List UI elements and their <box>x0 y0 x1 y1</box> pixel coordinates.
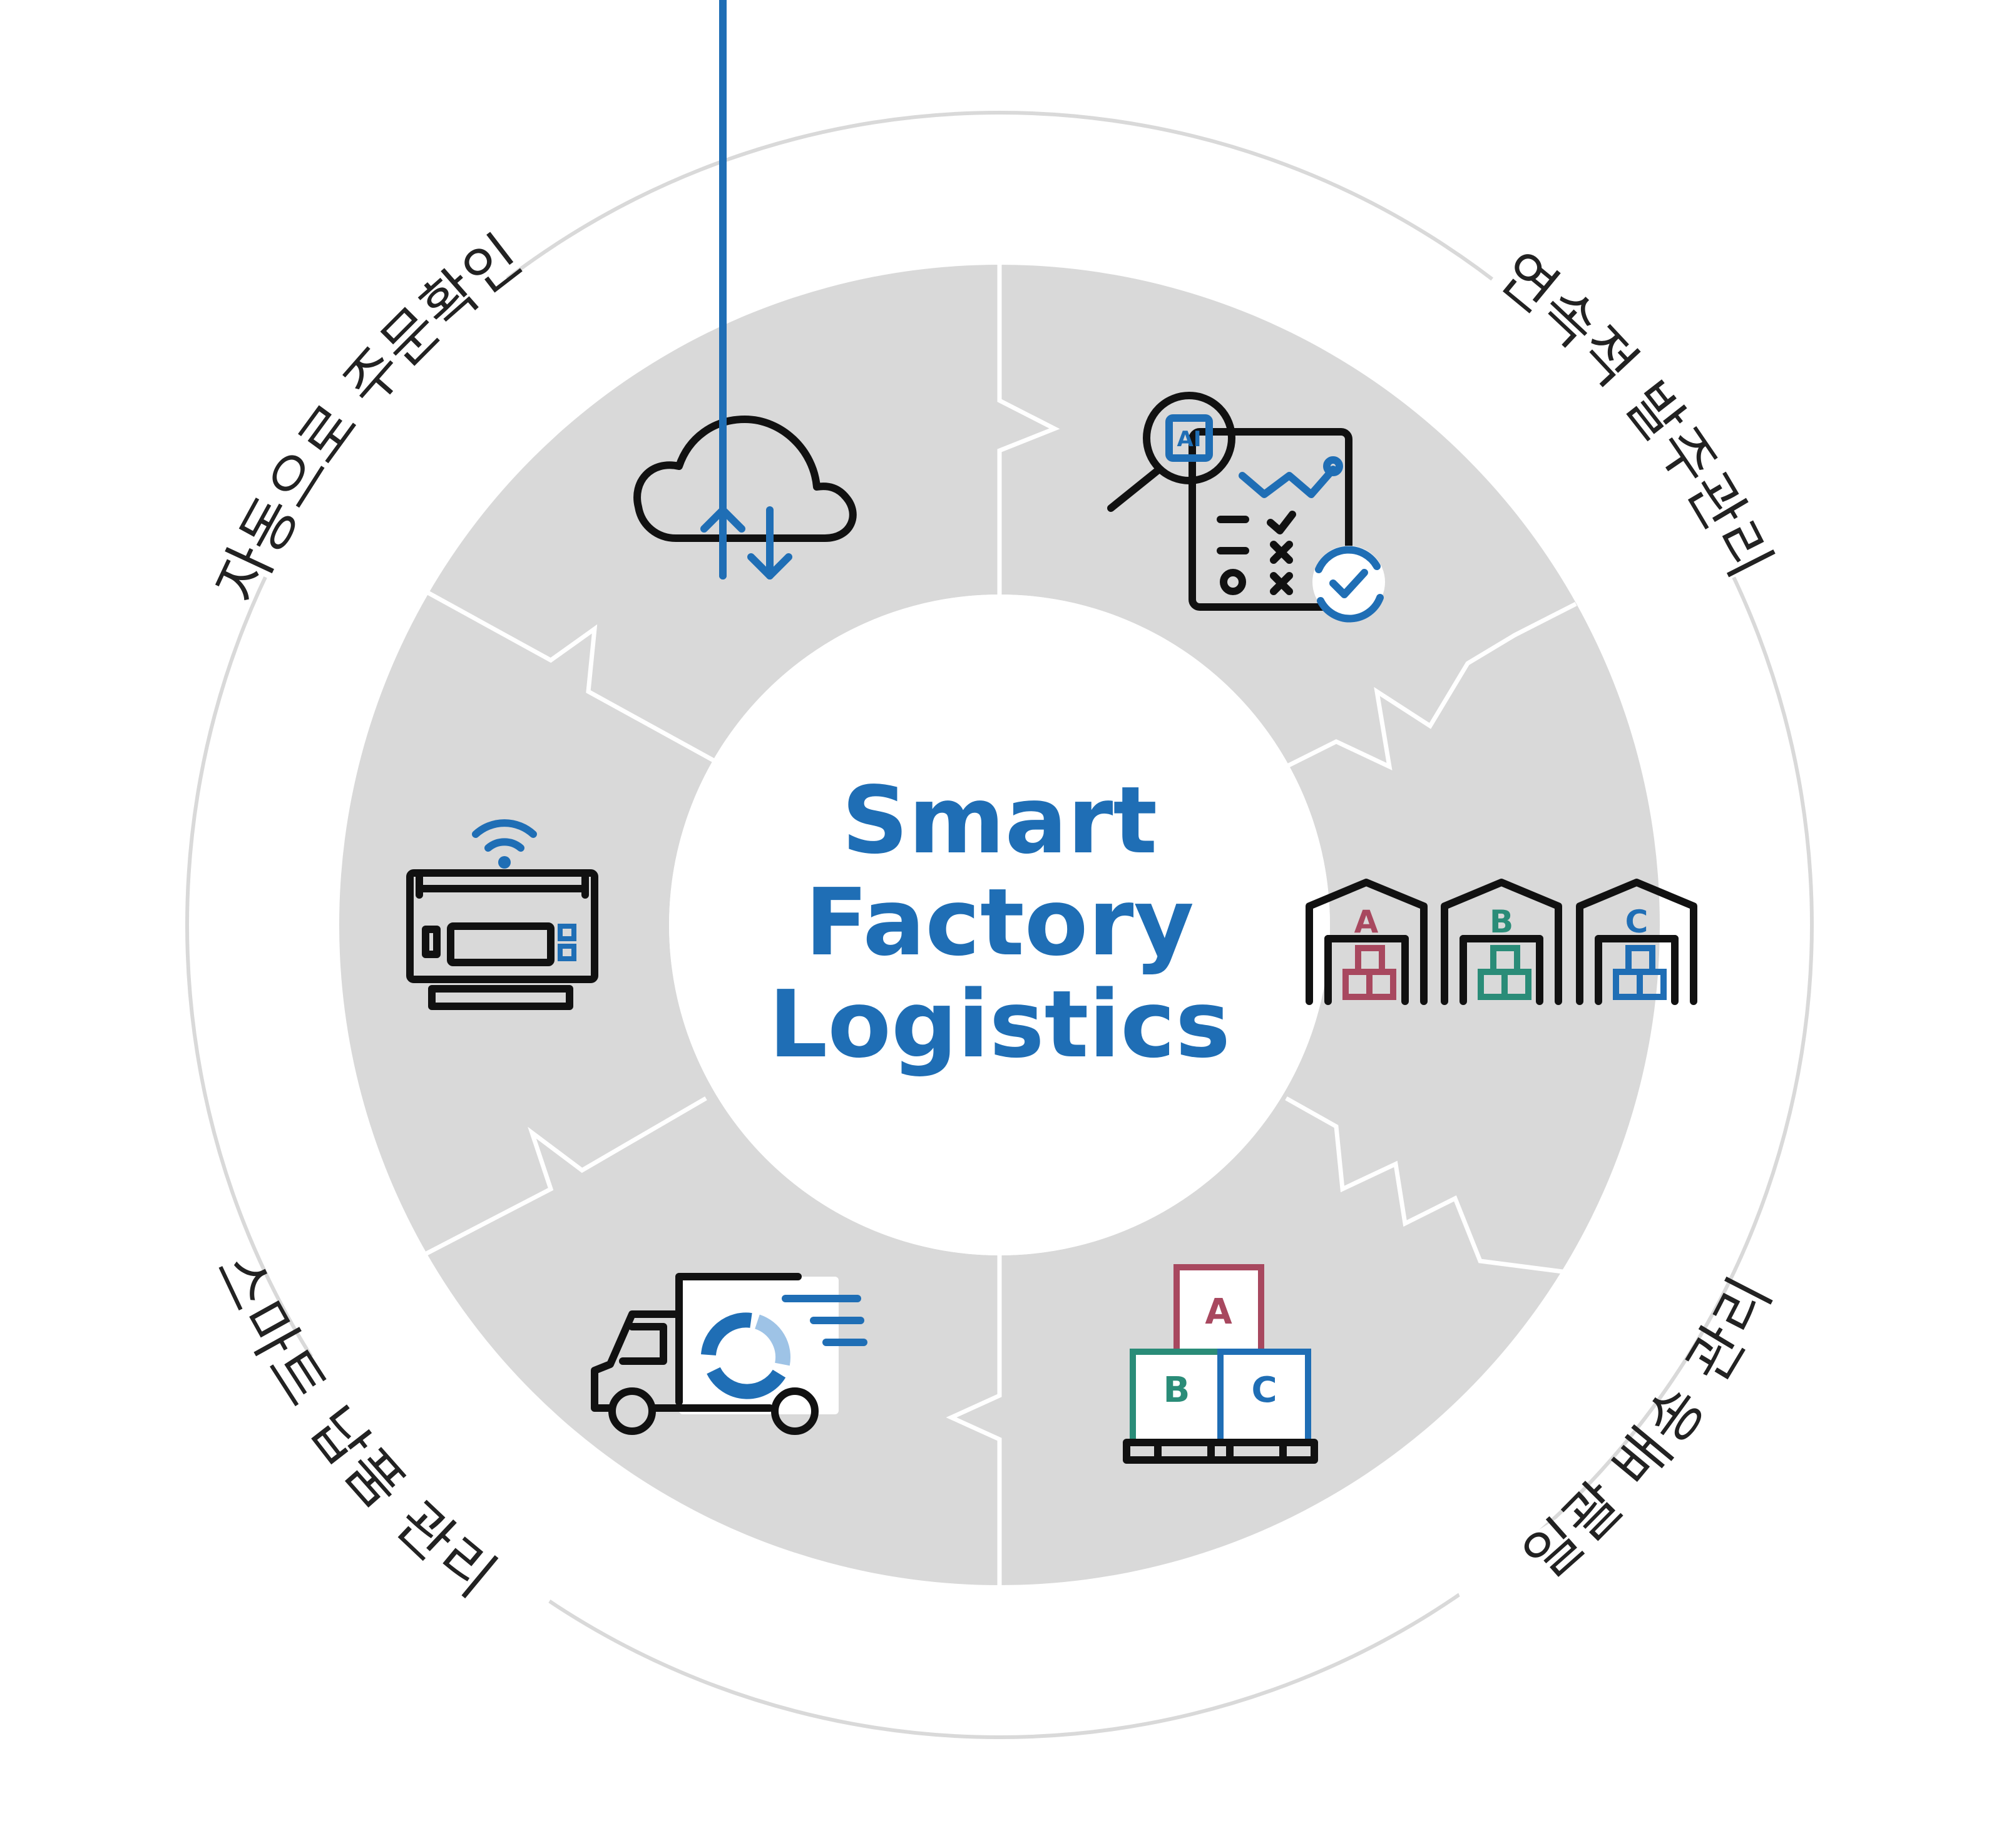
outer-ring-circle <box>185 111 1814 1739</box>
title-line-factory: Factory <box>805 869 1194 976</box>
divider-bottom <box>946 1255 1002 1585</box>
ring-label-bulk-delivery: 일괄 배송 관리 <box>1511 1267 1784 1592</box>
warehouse-label-a: A <box>1354 904 1379 940</box>
box-label-a: A <box>1205 1292 1232 1332</box>
warehouse-c: C <box>1576 879 1697 1005</box>
segment-dividers <box>417 265 1578 1585</box>
center-title: Smart Factory Logistics <box>769 767 1230 1078</box>
center-disc <box>669 595 1330 1255</box>
ai-analytics-checklist-icon: AI <box>1107 392 1385 623</box>
wifi-printer-icon <box>406 819 598 1010</box>
cloud-sync-icon <box>633 0 857 579</box>
divider-upper-left <box>424 589 715 763</box>
divider-upper-right <box>1285 601 1577 771</box>
warehouse-label-b: B <box>1490 904 1513 940</box>
warehouse-label-c: C <box>1625 904 1649 940</box>
label-gaps <box>252 263 1754 1615</box>
warehouse-a: A <box>1306 879 1428 1005</box>
box-label-b: B <box>1163 1370 1190 1411</box>
ai-chip-label: AI <box>1177 427 1202 452</box>
title-line-smart: Smart <box>842 767 1157 874</box>
divider-top <box>997 265 1060 595</box>
warehouses-abc-icon: A B C <box>1306 879 1697 1005</box>
title-line-logistics: Logistics <box>769 971 1230 1078</box>
stacked-boxes-abc-icon: A B C <box>1123 1264 1318 1464</box>
divider-lower-left <box>417 1096 707 1260</box>
box-label-c: C <box>1251 1370 1277 1411</box>
warehouse-b: B <box>1441 879 1562 1005</box>
divider-lower-right <box>1285 1096 1578 1276</box>
delivery-truck-icon <box>591 1273 867 1435</box>
